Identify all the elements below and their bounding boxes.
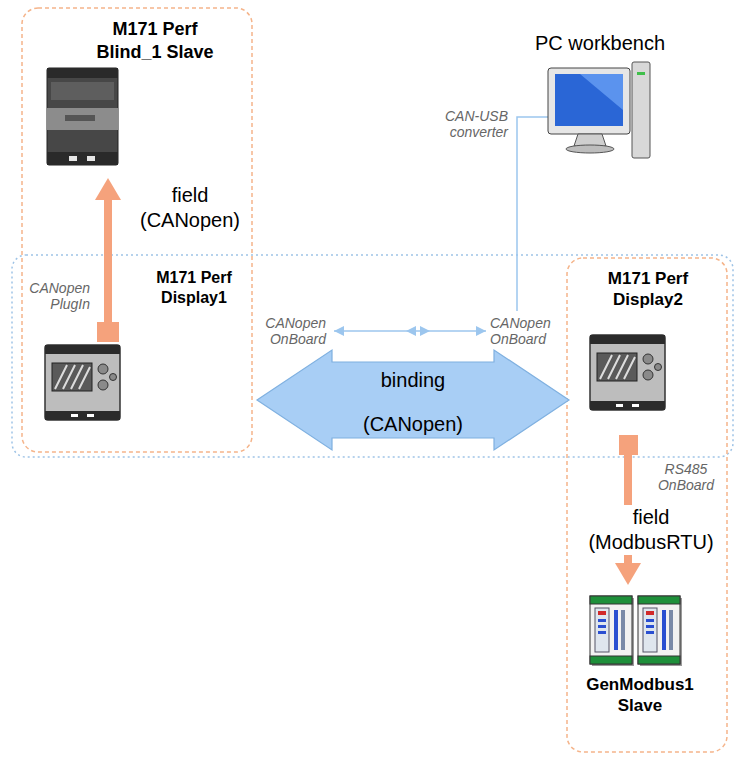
modbus-module-icon	[638, 596, 682, 666]
pc-stand	[574, 134, 606, 146]
pc-monitor	[548, 68, 630, 134]
pc-screen	[555, 74, 623, 126]
connector-label: field (ModbusRTU)	[588, 505, 713, 555]
device-led	[87, 156, 95, 161]
plugin-port	[97, 322, 119, 342]
usb-cable	[517, 117, 548, 311]
connector-group	[257, 350, 569, 450]
device-led	[69, 156, 77, 161]
connector-label: field (CANopen)	[140, 183, 240, 233]
display-device-icon	[590, 335, 665, 410]
bus-arrowhead	[406, 326, 416, 336]
slave-device: M171 Perf Blind_1 Slave	[40, 10, 252, 175]
pc-led	[637, 72, 645, 75]
device-label: M171 Perf Display2	[588, 268, 708, 311]
port-label: RS485 OnBoard	[650, 461, 722, 493]
field-bus-arrow	[104, 200, 112, 322]
rs485-port	[619, 435, 638, 455]
bus-arrowhead	[420, 326, 430, 336]
device-slot	[65, 115, 95, 121]
bus-arrowhead	[334, 326, 344, 336]
device-label: M171 Perf Blind_1 Slave	[65, 18, 245, 63]
modbus-module-icon	[590, 596, 634, 666]
device-strip	[47, 152, 118, 165]
device-panel	[47, 108, 118, 130]
binding-arrow	[257, 350, 569, 450]
arrowhead	[95, 178, 121, 200]
pc-tower	[632, 62, 650, 158]
display-device-icon	[45, 345, 120, 420]
pc-stand-base	[566, 145, 614, 153]
port-label: CANopen OnBoard	[256, 315, 326, 347]
device-strip	[47, 68, 118, 78]
device-label: GenModbus1 Slave	[575, 674, 705, 717]
controller-device: M171 Perf Display2	[575, 262, 725, 417]
port-label: CANopen PlugIn	[24, 280, 90, 312]
connector-group	[95, 178, 121, 322]
network-region	[12, 255, 733, 457]
station-region	[22, 8, 252, 452]
arrowhead	[615, 563, 641, 585]
modbus-slave: GenModbus1 Slave	[575, 588, 725, 728]
device-label: PC workbench	[505, 31, 695, 56]
screen-glare	[580, 74, 623, 110]
device-panel	[51, 82, 114, 100]
device-label: M171 Perf Display1	[137, 268, 251, 308]
port-label: CANopen OnBoard	[490, 315, 562, 347]
station-region	[567, 258, 727, 752]
blind-device-body	[47, 68, 118, 165]
connector-label: binding (CANopen)	[363, 358, 463, 446]
converter-label: CAN-USB converter	[420, 108, 508, 140]
bus-arrowhead	[476, 326, 486, 336]
workstation: PC workbench	[505, 25, 697, 165]
